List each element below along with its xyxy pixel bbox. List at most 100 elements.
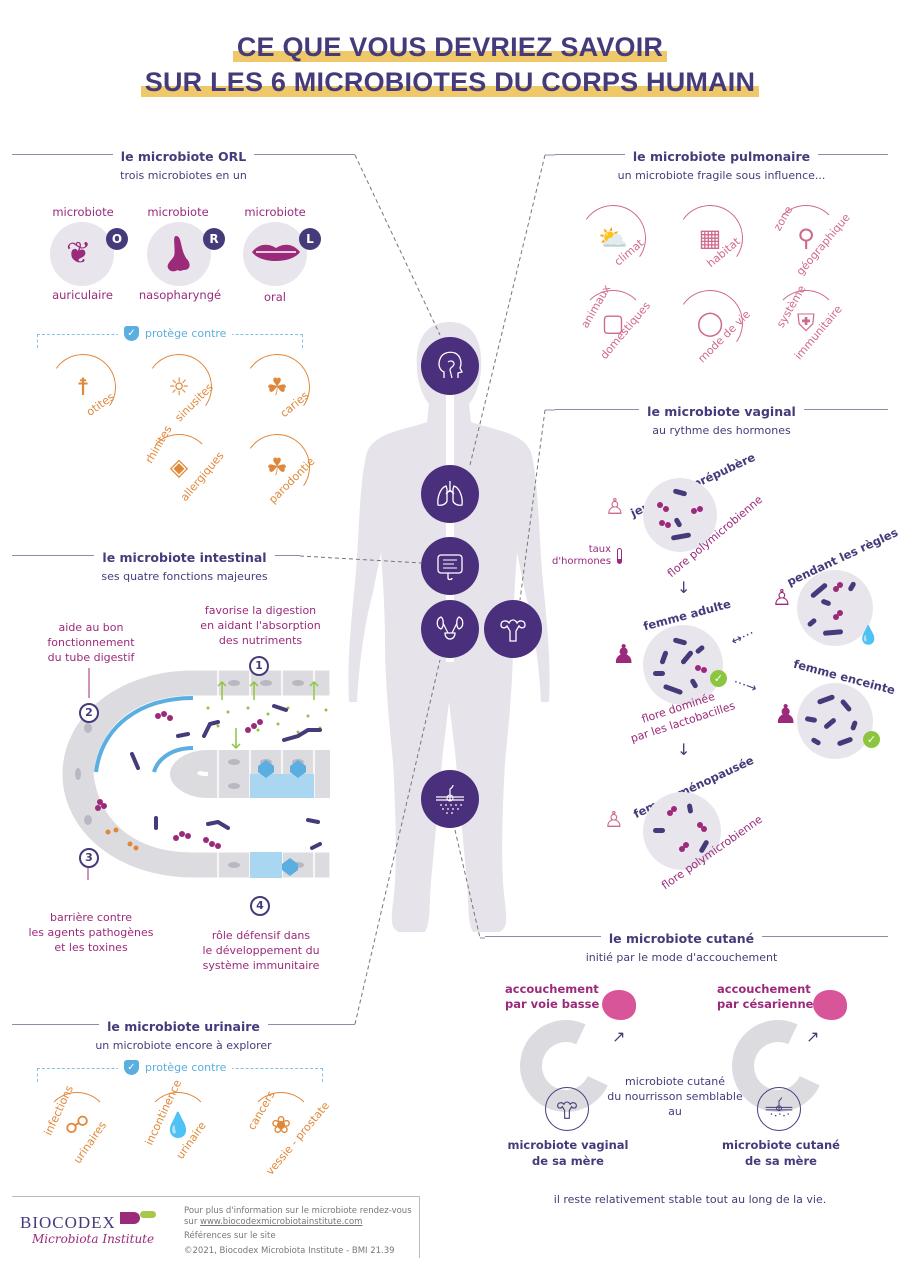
baby-icon	[602, 990, 636, 1020]
ring	[248, 1092, 314, 1158]
cutane-middle-text: microbiote cutané du nourrisson semblabl…	[607, 1075, 743, 1118]
cutane-conclusion: il reste relativement stable tout au lon…	[553, 1193, 827, 1206]
hormone-gauge-icon	[617, 548, 622, 564]
cat-icon: ▢	[601, 309, 625, 337]
arrow-up-right-icon: ↗	[806, 1027, 820, 1046]
vaginal-title: le microbiote vaginal	[639, 404, 804, 419]
woman-figure-icon: ♟	[612, 640, 636, 670]
ring	[145, 1092, 211, 1158]
shield-check-icon: ✓	[124, 326, 139, 341]
bladder-icon: ☍	[64, 1111, 90, 1139]
logo-mark-green	[140, 1211, 156, 1218]
orl-type-top-label: microbiote	[244, 205, 306, 219]
flora-circle	[643, 792, 721, 870]
pulmonaire-title: le microbiote pulmonaire	[624, 149, 819, 164]
elderly-woman-icon: ♙	[604, 808, 624, 833]
kidneys-bladder-icon	[436, 616, 464, 640]
hormones-label: taux d'hormones	[552, 544, 612, 567]
orl-protects-label: ✓ protège contre	[118, 326, 233, 341]
organ-intestine[interactable]	[421, 537, 479, 595]
intestinal-title: le microbiote intestinal	[94, 550, 275, 565]
urinaire-header: le microbiote urinaire un microbiote enc…	[12, 1016, 355, 1052]
birth-label: accouchement par voie basse	[505, 982, 600, 1011]
function-2-badge: 2	[79, 703, 99, 723]
arrow-up-right-icon: ↗	[612, 1027, 626, 1046]
ring	[44, 1092, 110, 1158]
shield-icon: ⛨	[797, 309, 815, 337]
check-icon: ✓	[863, 731, 880, 748]
intestine-icon	[437, 554, 463, 581]
cracked-tooth-icon: ☘	[266, 373, 288, 401]
intestinal-subtitle: ses quatre fonctions majeures	[101, 570, 268, 583]
organ-head-orl[interactable]	[421, 337, 479, 395]
title-line-1: CE QUE VOUS DEVRIEZ SAVOIR	[0, 32, 900, 63]
nose-pain-icon: ☼	[168, 373, 190, 401]
arrow-down-icon: ↓	[677, 578, 691, 597]
vaginal-subtitle: au rythme des hormones	[652, 424, 791, 437]
function-3-text: barrière contre les agents pathogènes et…	[28, 911, 154, 954]
ring	[580, 290, 646, 356]
orl-type-bottom-label: oral	[263, 290, 286, 304]
cigarette-pills-icon: ◯	[696, 309, 724, 337]
footer-copyright: ©2021, Biocodex Microbiota Institute - B…	[184, 1246, 395, 1256]
gum-tooth-icon: ☘	[266, 453, 288, 481]
uterus-source-icon	[545, 1087, 589, 1131]
orl-type-bottom-label: auriculaire	[52, 288, 113, 302]
footer	[12, 1196, 420, 1258]
intestine-diagram	[61, 668, 331, 880]
lips-icon	[252, 244, 300, 261]
girl-figure-icon: ♙	[605, 495, 625, 520]
orl-title: le microbiote ORL	[112, 149, 255, 164]
baby-icon	[813, 990, 847, 1020]
orl-type-bottom-label: nasopharyngé	[138, 288, 222, 302]
pulmonaire-subtitle: un microbiote fragile sous influence...	[617, 169, 826, 182]
orl-type-top-label: microbiote	[147, 205, 209, 219]
shield-check-icon: ✓	[124, 1060, 139, 1075]
website-link[interactable]: www.biocodexmicrobiotainstitute.com	[200, 1217, 363, 1227]
logo-brand: BIOCODEX	[20, 1213, 116, 1232]
flora-circle	[797, 683, 873, 759]
intestinal-header: le microbiote intestinal ses quatre fonc…	[12, 547, 357, 583]
check-icon: ✓	[710, 670, 727, 687]
footer-info: Pour plus d'information sur le microbiot…	[184, 1206, 412, 1216]
function-4-text: rôle défensif dans le développement du s…	[202, 929, 320, 972]
function-1-badge: 1	[249, 656, 269, 676]
nose-icon	[167, 236, 190, 272]
lungs-icon	[437, 481, 463, 506]
badge-l: L	[299, 228, 321, 250]
urinaire-subtitle: un microbiote encore à explorer	[95, 1039, 272, 1052]
footer-divider	[419, 1196, 420, 1258]
organ-skin[interactable]	[421, 770, 479, 828]
urinaire-protects-label: ✓ protège contre	[118, 1060, 233, 1075]
weather-icon: ⛅	[598, 224, 628, 252]
logo-subtitle: Microbiota Institute	[32, 1232, 155, 1246]
flora-circle	[797, 570, 873, 646]
function-4-badge: 4	[250, 896, 270, 916]
flora-circle	[643, 478, 717, 552]
orl-type-top-label: microbiote	[52, 205, 114, 219]
buildings-icon: ▦	[698, 224, 722, 252]
birth-source: microbiote vaginal de sa mère	[507, 1138, 629, 1168]
woman-figure-icon: ♙	[772, 586, 792, 611]
badge-r: R	[203, 228, 225, 250]
logo-mark-magenta	[120, 1212, 140, 1224]
vaginal-header: le microbiote vaginal au rythme des horm…	[555, 401, 888, 437]
title-line-2: SUR LES 6 MICROBIOTES DU CORPS HUMAIN	[0, 67, 900, 98]
function-1-text: favorise la digestion en aidant l'absorp…	[200, 604, 321, 647]
cutane-header: le microbiote cutané initié par le mode …	[480, 928, 883, 964]
organ-lungs[interactable]	[421, 465, 479, 523]
arrow-down-icon: ↓	[677, 740, 691, 759]
ring	[773, 290, 839, 356]
ear-icon: ❦	[66, 236, 92, 271]
birth-label: accouchement par césarienne	[717, 982, 814, 1011]
dashed-arrow-enceinte-icon: ⋯→	[731, 674, 759, 697]
urinaire-title: le microbiote urinaire	[99, 1019, 268, 1034]
ring	[773, 205, 839, 271]
orl-circle	[50, 222, 114, 286]
uterus-icon	[500, 619, 526, 642]
blood-drop-icon: 💧	[857, 625, 880, 646]
dashed-arrow-regles-icon: ↔⋯	[728, 625, 757, 650]
organ-urinary[interactable]	[421, 600, 479, 658]
organ-uterus[interactable]	[484, 600, 542, 658]
pregnant-woman-icon: ♟	[774, 700, 798, 730]
